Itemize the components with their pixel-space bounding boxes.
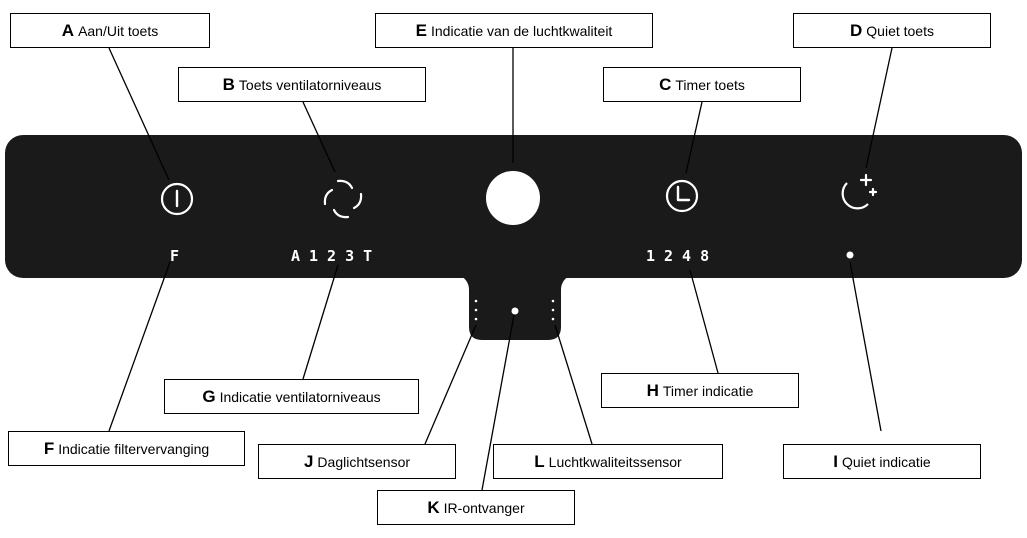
callout-letter: E <box>415 20 427 40</box>
ir-receiver-dot <box>511 307 519 315</box>
callout-d: D Quiet toets <box>793 13 991 48</box>
callout-text: Luchtkwaliteitssensor <box>548 453 682 470</box>
leader-line-i <box>849 261 882 432</box>
callout-letter: B <box>222 74 235 94</box>
leader-line-f <box>108 261 171 432</box>
callout-letter: C <box>659 74 672 94</box>
callout-a: A Aan/Uit toets <box>10 13 210 48</box>
callout-text: Aan/Uit toets <box>78 22 159 39</box>
fan-icon[interactable] <box>323 179 363 219</box>
leader-line-j <box>424 324 477 445</box>
callout-letter: H <box>646 380 659 400</box>
quiet-indicator-dot <box>846 251 854 259</box>
callout-text: Indicatie filtervervanging <box>58 440 210 457</box>
callout-letter: D <box>850 20 863 40</box>
callout-text: Quiet indicatie <box>842 453 931 470</box>
callout-letter: L <box>534 451 545 471</box>
leader-line-l <box>554 324 593 445</box>
callout-text: Quiet toets <box>866 22 934 39</box>
timer-icon[interactable] <box>665 179 699 213</box>
callout-text: Timer toets <box>675 76 745 93</box>
callout-text: Toets ventilatorniveaus <box>238 76 382 93</box>
callout-k: K IR-ontvanger <box>377 490 575 525</box>
callout-h: H Timer indicatie <box>601 373 799 408</box>
leader-line-c <box>685 101 703 174</box>
callout-e: E Indicatie van de luchtkwaliteit <box>375 13 653 48</box>
power-icon[interactable] <box>160 182 194 216</box>
callout-text: Indicatie ventilatorniveaus <box>219 388 381 405</box>
callout-letter: I <box>833 451 838 471</box>
callout-text: Indicatie van de luchtkwaliteit <box>431 22 613 39</box>
callout-letter: G <box>202 386 216 406</box>
callout-f: F Indicatie filtervervanging <box>8 431 245 466</box>
callout-text: Daglichtsensor <box>317 453 411 470</box>
daylight-sensor-dots <box>474 299 478 321</box>
leader-line-g <box>302 264 339 380</box>
leader-line-a <box>108 47 170 181</box>
callout-text: IR-ontvanger <box>443 499 525 516</box>
moon-icon[interactable] <box>841 173 878 210</box>
air-quality-sensor-dots <box>551 299 555 321</box>
callout-i: I Quiet indicatie <box>783 444 981 479</box>
callout-letter: K <box>427 497 440 517</box>
leader-line-d <box>865 47 893 169</box>
callout-l: L Luchtkwaliteitssensor <box>493 444 723 479</box>
fan-level-indicator: A123T <box>291 247 382 265</box>
callout-letter: A <box>61 20 75 40</box>
callout-c: C Timer toets <box>603 67 801 102</box>
leader-line-b <box>302 101 336 173</box>
timer-level-indicator: 1248 <box>646 247 719 265</box>
filter-indicator: F <box>170 247 189 265</box>
callout-j: J Daglichtsensor <box>258 444 456 479</box>
callout-letter: J <box>303 451 314 471</box>
leader-line-k <box>481 314 515 491</box>
leader-line-h <box>689 269 719 374</box>
callout-g: G Indicatie ventilatorniveaus <box>164 379 419 414</box>
callout-text: Timer indicatie <box>662 382 754 399</box>
air-quality-indicator <box>486 171 540 225</box>
callout-b: B Toets ventilatorniveaus <box>178 67 426 102</box>
callout-letter: F <box>43 438 55 458</box>
